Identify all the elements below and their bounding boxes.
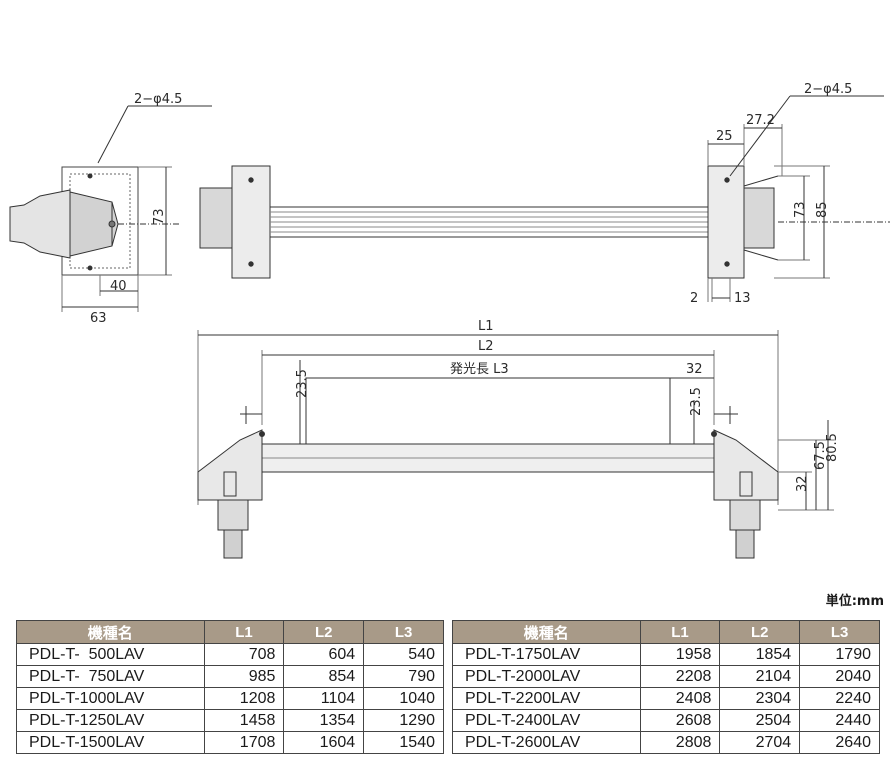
dim-73-left: 73: [152, 208, 167, 225]
l1-cell: 985: [203, 665, 285, 688]
model-cell: PDL-T-2600LAV: [452, 731, 641, 754]
model-cell: PDL-T-1000LAV: [16, 687, 205, 710]
l1-cell: 1958: [639, 643, 721, 666]
l3-cell: 2040: [799, 665, 880, 688]
table-row: PDL-T-1000LAV 1208 1104 1040: [16, 687, 444, 710]
table-row: PDL-T-2200LAV 2408 2304 2240: [452, 687, 880, 710]
model-cell: PDL-T-2000LAV: [452, 665, 641, 688]
l2-cell: 854: [283, 665, 365, 688]
front-view: [197, 330, 834, 559]
dim-63: 63: [90, 311, 107, 326]
l3-cell: 1290: [363, 709, 444, 732]
model-cell: PDL-T-1750LAV: [452, 643, 641, 666]
l1-cell: 2608: [639, 709, 721, 732]
unit-label: 単位:mm: [825, 594, 884, 609]
table-row: PDL-T-1250LAV 1458 1354 1290: [16, 709, 444, 732]
header-l2: L2: [719, 620, 801, 644]
l1-cell: 1208: [203, 687, 285, 710]
table-row: PDL-T-2000LAV 2208 2104 2040: [452, 665, 880, 688]
model-cell: PDL-T-2400LAV: [452, 709, 641, 732]
dim-23-5-right: 23.5: [689, 387, 704, 416]
l3-cell: 1790: [799, 643, 880, 666]
header-l1: L1: [639, 620, 721, 644]
dim-L1: L1: [478, 319, 494, 334]
model-cell: PDL-T- 500LAV: [16, 643, 205, 666]
l2-cell: 1854: [719, 643, 801, 666]
table-row: PDL-T-1500LAV 1708 1604 1540: [16, 731, 444, 754]
l1-cell: 1708: [203, 731, 285, 754]
l1-cell: 708: [203, 643, 285, 666]
table-row: PDL-T- 500LAV 708 604 540: [16, 643, 444, 666]
model-cell: PDL-T- 750LAV: [16, 665, 205, 688]
table-row: PDL-T-2600LAV 2808 2704 2640: [452, 731, 880, 754]
header-l3: L3: [799, 620, 880, 644]
l3-cell: 790: [363, 665, 444, 688]
hole-label-left: 2−φ4.5: [134, 92, 182, 107]
header-model: 機種名: [16, 620, 205, 644]
technical-drawing: 2−φ4.5 73 40 63 2−φ4.5 25 27.2 73 85 2 1…: [9, 82, 890, 559]
l2-cell: 604: [283, 643, 365, 666]
l2-cell: 1104: [283, 687, 365, 710]
hole-label-right: 2−φ4.5: [804, 82, 852, 97]
table-row: PDL-T-1750LAV 1958 1854 1790: [452, 643, 880, 666]
left-end-view: [9, 105, 212, 312]
l1-cell: 2808: [639, 731, 721, 754]
dim-27-2: 27.2: [746, 113, 775, 128]
l1-cell: 2208: [639, 665, 721, 688]
table-row: PDL-T-2400LAV 2608 2504 2440: [452, 709, 880, 732]
dim-32-top: 32: [686, 362, 703, 377]
top-view: [199, 95, 890, 302]
dim-25: 25: [716, 129, 733, 144]
dim-40: 40: [110, 279, 127, 294]
dim-73-right: 73: [793, 201, 808, 218]
l2-cell: 2104: [719, 665, 801, 688]
dim-80-5: 80.5: [825, 433, 840, 462]
dim-32-side: 32: [795, 475, 810, 492]
dim-2: 2: [690, 291, 698, 306]
l1-cell: 2408: [639, 687, 721, 710]
dim-13: 13: [734, 291, 751, 306]
model-cell: PDL-T-1500LAV: [16, 731, 205, 754]
l2-cell: 2704: [719, 731, 801, 754]
l1-cell: 1458: [203, 709, 285, 732]
l3-cell: 540: [363, 643, 444, 666]
l3-cell: 1540: [363, 731, 444, 754]
dim-67-5: 67.5: [813, 441, 828, 470]
model-cell: PDL-T-2200LAV: [452, 687, 641, 710]
l3-cell: 2640: [799, 731, 880, 754]
table-header-row: 機種名 L1 L2 L3: [16, 620, 444, 644]
header-l1: L1: [203, 620, 285, 644]
spec-table-right: 機種名 L1 L2 L3 PDL-T-1750LAV 1958 1854 179…: [452, 620, 880, 754]
l2-cell: 2504: [719, 709, 801, 732]
spec-table-left: 機種名 L1 L2 L3 PDL-T- 500LAV 708 604 540 P…: [16, 620, 444, 754]
l3-cell: 2240: [799, 687, 880, 710]
header-l3: L3: [363, 620, 444, 644]
header-model: 機種名: [452, 620, 641, 644]
dim-23-5-left: 23.5: [295, 369, 310, 398]
l2-cell: 1354: [283, 709, 365, 732]
l3-cell: 1040: [363, 687, 444, 710]
table-row: PDL-T- 750LAV 985 854 790: [16, 665, 444, 688]
model-cell: PDL-T-1250LAV: [16, 709, 205, 732]
dim-85: 85: [815, 201, 830, 218]
l2-cell: 1604: [283, 731, 365, 754]
dim-L2: L2: [478, 339, 494, 354]
dim-L3: 発光長 L3: [450, 362, 509, 377]
header-l2: L2: [283, 620, 365, 644]
l2-cell: 2304: [719, 687, 801, 710]
table-header-row: 機種名 L1 L2 L3: [452, 620, 880, 644]
l3-cell: 2440: [799, 709, 880, 732]
